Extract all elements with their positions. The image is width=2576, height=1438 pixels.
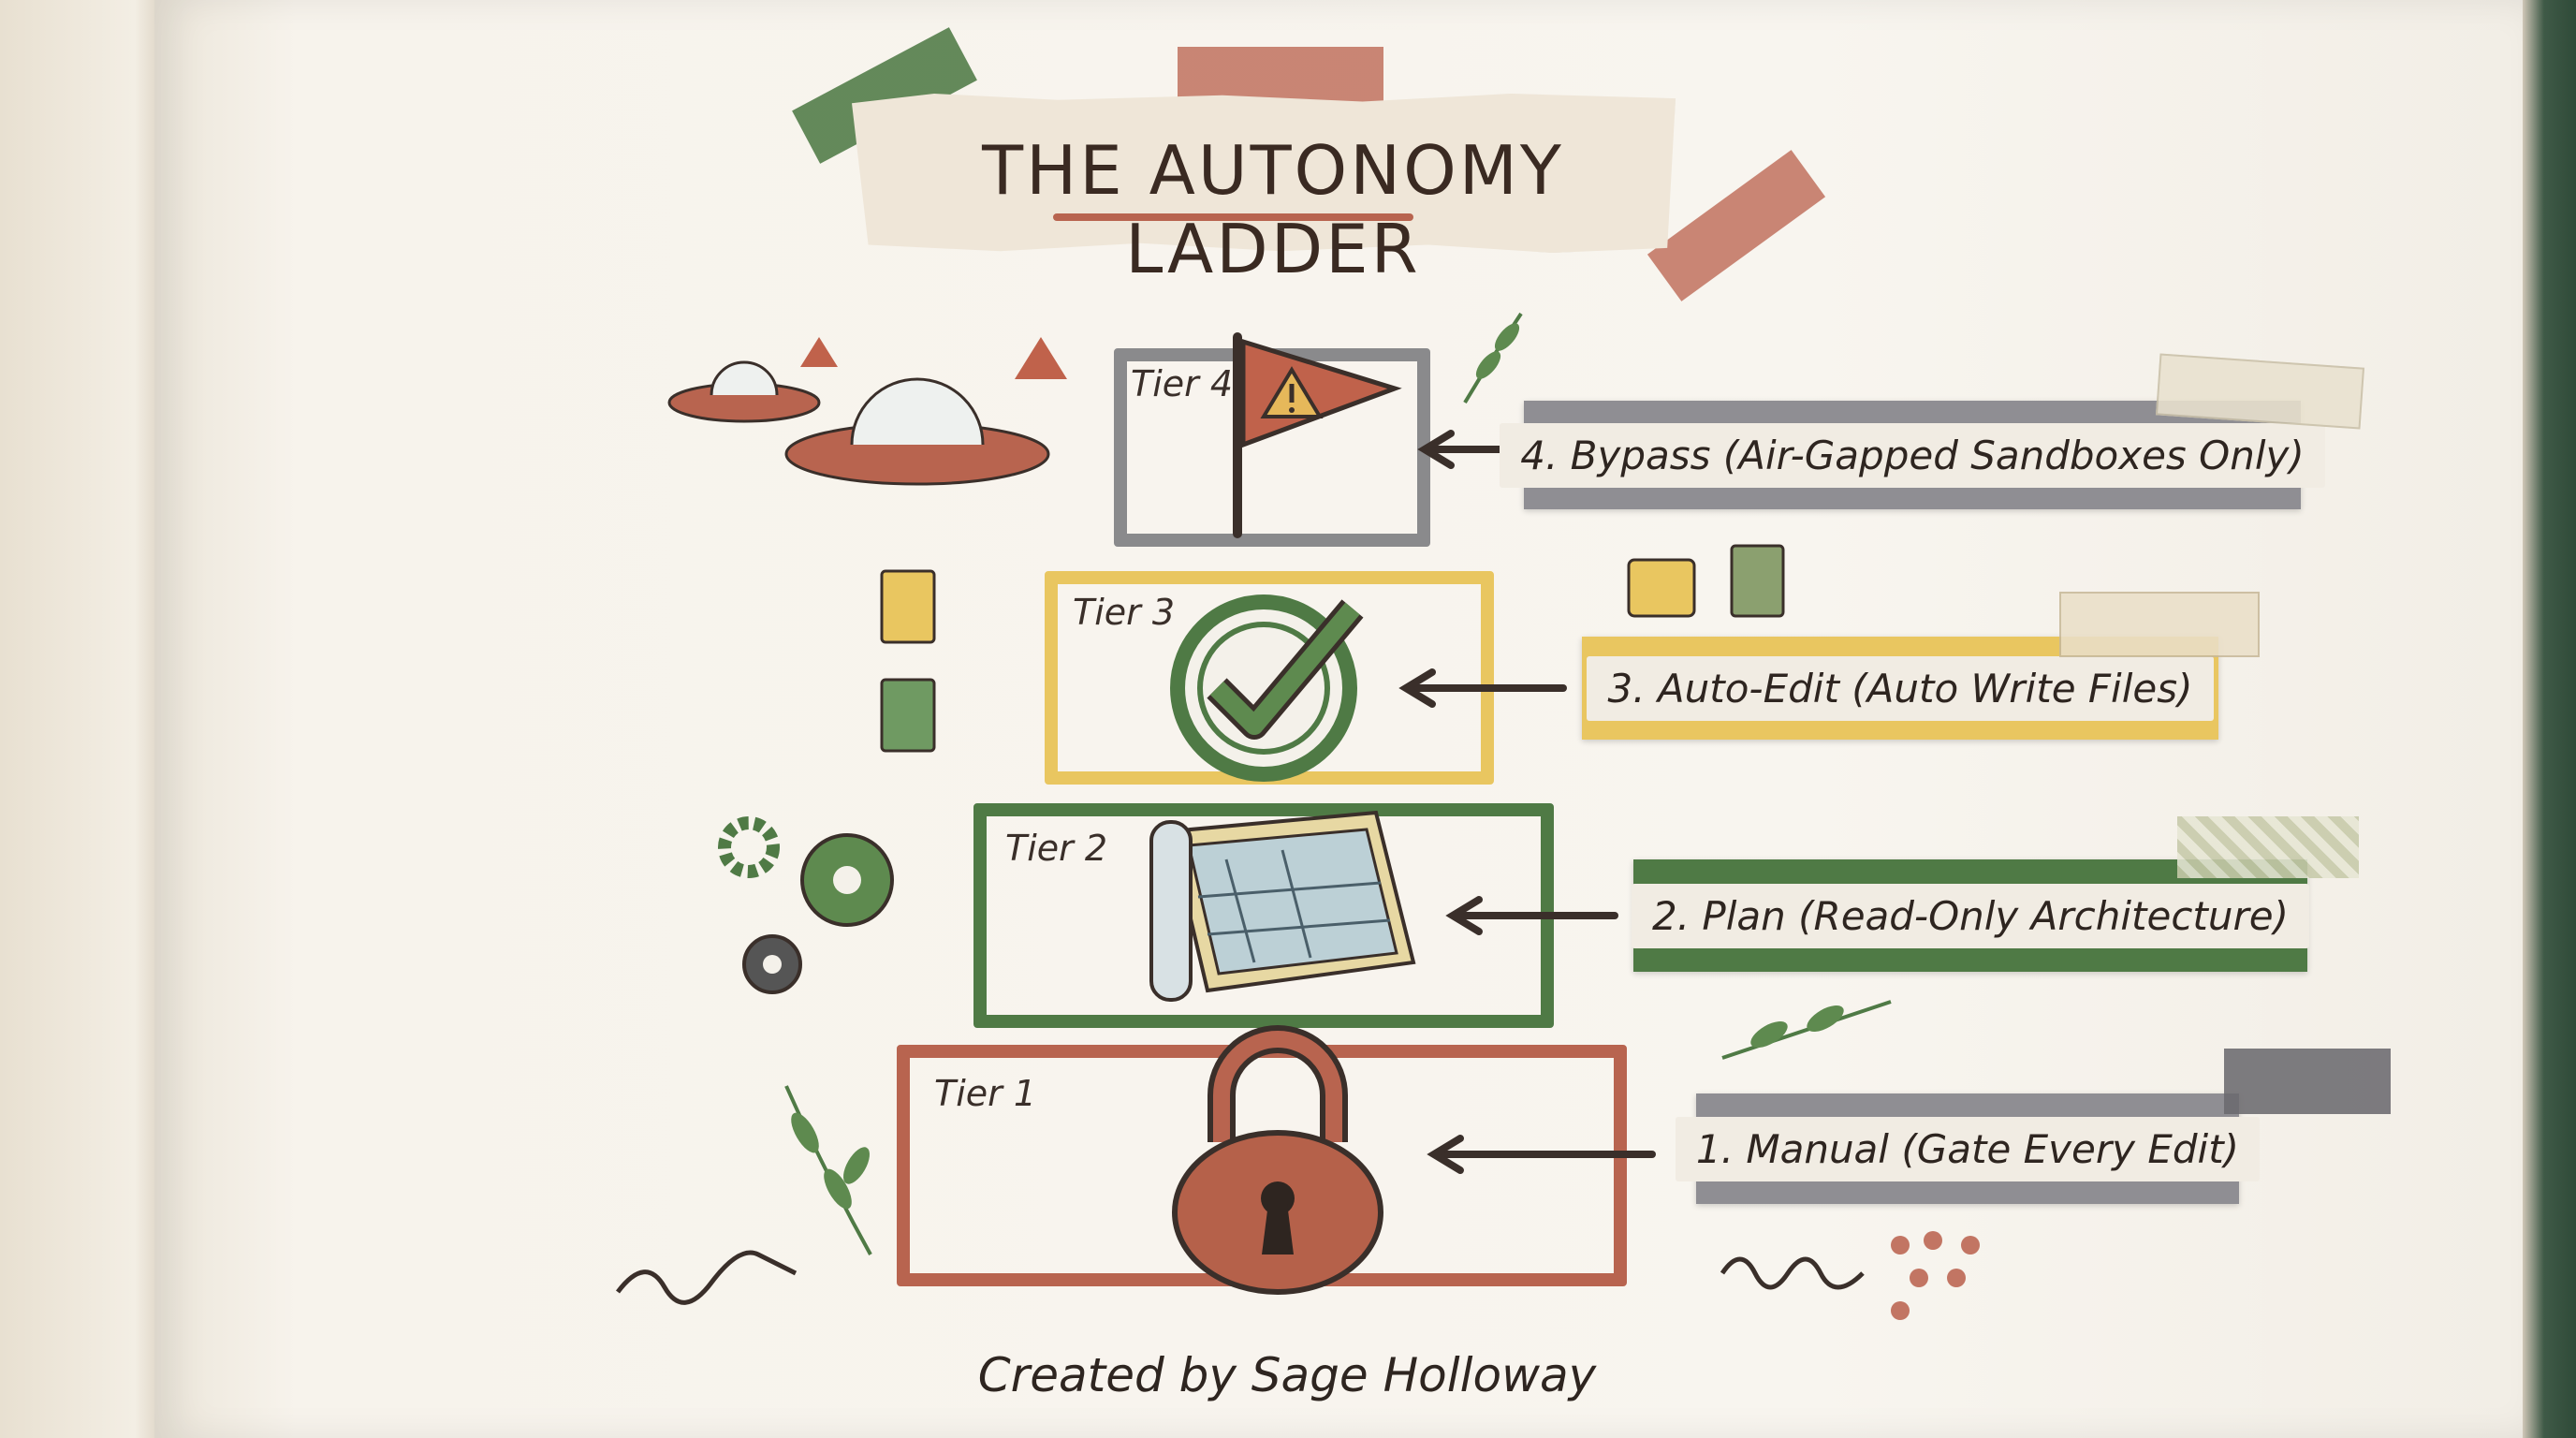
striped-tape — [2177, 816, 2359, 878]
folder-icon — [1627, 544, 1785, 618]
document-icon — [880, 678, 936, 753]
gear-icon — [718, 816, 894, 994]
arrow-icon — [1445, 896, 1618, 935]
tier-1-label: Tier 1 — [934, 1073, 1037, 1114]
leaf-sprig-icon — [1463, 312, 1523, 404]
tier-4-label: Tier 4 — [1131, 363, 1234, 404]
tier-3-label: Tier 3 — [1073, 592, 1176, 633]
padlock-icon — [1172, 1025, 1383, 1295]
floral-tape — [2059, 592, 2260, 657]
leaf-sprig-icon — [1721, 1000, 1892, 1060]
squiggle-icon — [1720, 1256, 1865, 1290]
decorative-dots-icon — [1891, 1231, 1980, 1320]
sandbox-dome-icon — [667, 337, 1067, 486]
tier-4-description: 4. Bypass (Air-Gapped Sandboxes Only) — [1500, 401, 2325, 509]
tier-2-description: 2. Plan (Read-Only Architecture) — [1632, 859, 2309, 972]
tier-3-description: 3. Auto-Edit (Auto Write Files) — [1582, 637, 2218, 740]
left-page — [0, 0, 168, 1438]
tier-1-description: 1. Manual (Gate Every Edit) — [1675, 1093, 2261, 1204]
squiggle-icon — [616, 1250, 798, 1305]
notebook-cover-edge — [2523, 0, 2576, 1438]
tier-2-box — [973, 803, 1554, 1028]
tier-2-label: Tier 2 — [1005, 828, 1108, 869]
warning-flag-icon — [1233, 332, 1402, 538]
title-paper — [852, 94, 1676, 253]
tier-3-box — [1045, 571, 1494, 785]
credit-text: Created by Sage Holloway — [977, 1348, 1597, 1402]
tier-4-box — [1114, 348, 1430, 547]
arrow-icon — [1427, 1135, 1656, 1174]
gray-tape — [2224, 1049, 2391, 1114]
blueprint-scroll-icon — [1149, 810, 1416, 1002]
document-icon — [880, 569, 936, 644]
leaf-sprig-icon — [784, 1085, 872, 1255]
page-title: THE AUTONOMY LADDER — [982, 131, 1564, 288]
check-badge-icon — [1170, 594, 1364, 782]
title-underline — [1053, 213, 1413, 221]
arrow-icon — [1398, 668, 1567, 708]
